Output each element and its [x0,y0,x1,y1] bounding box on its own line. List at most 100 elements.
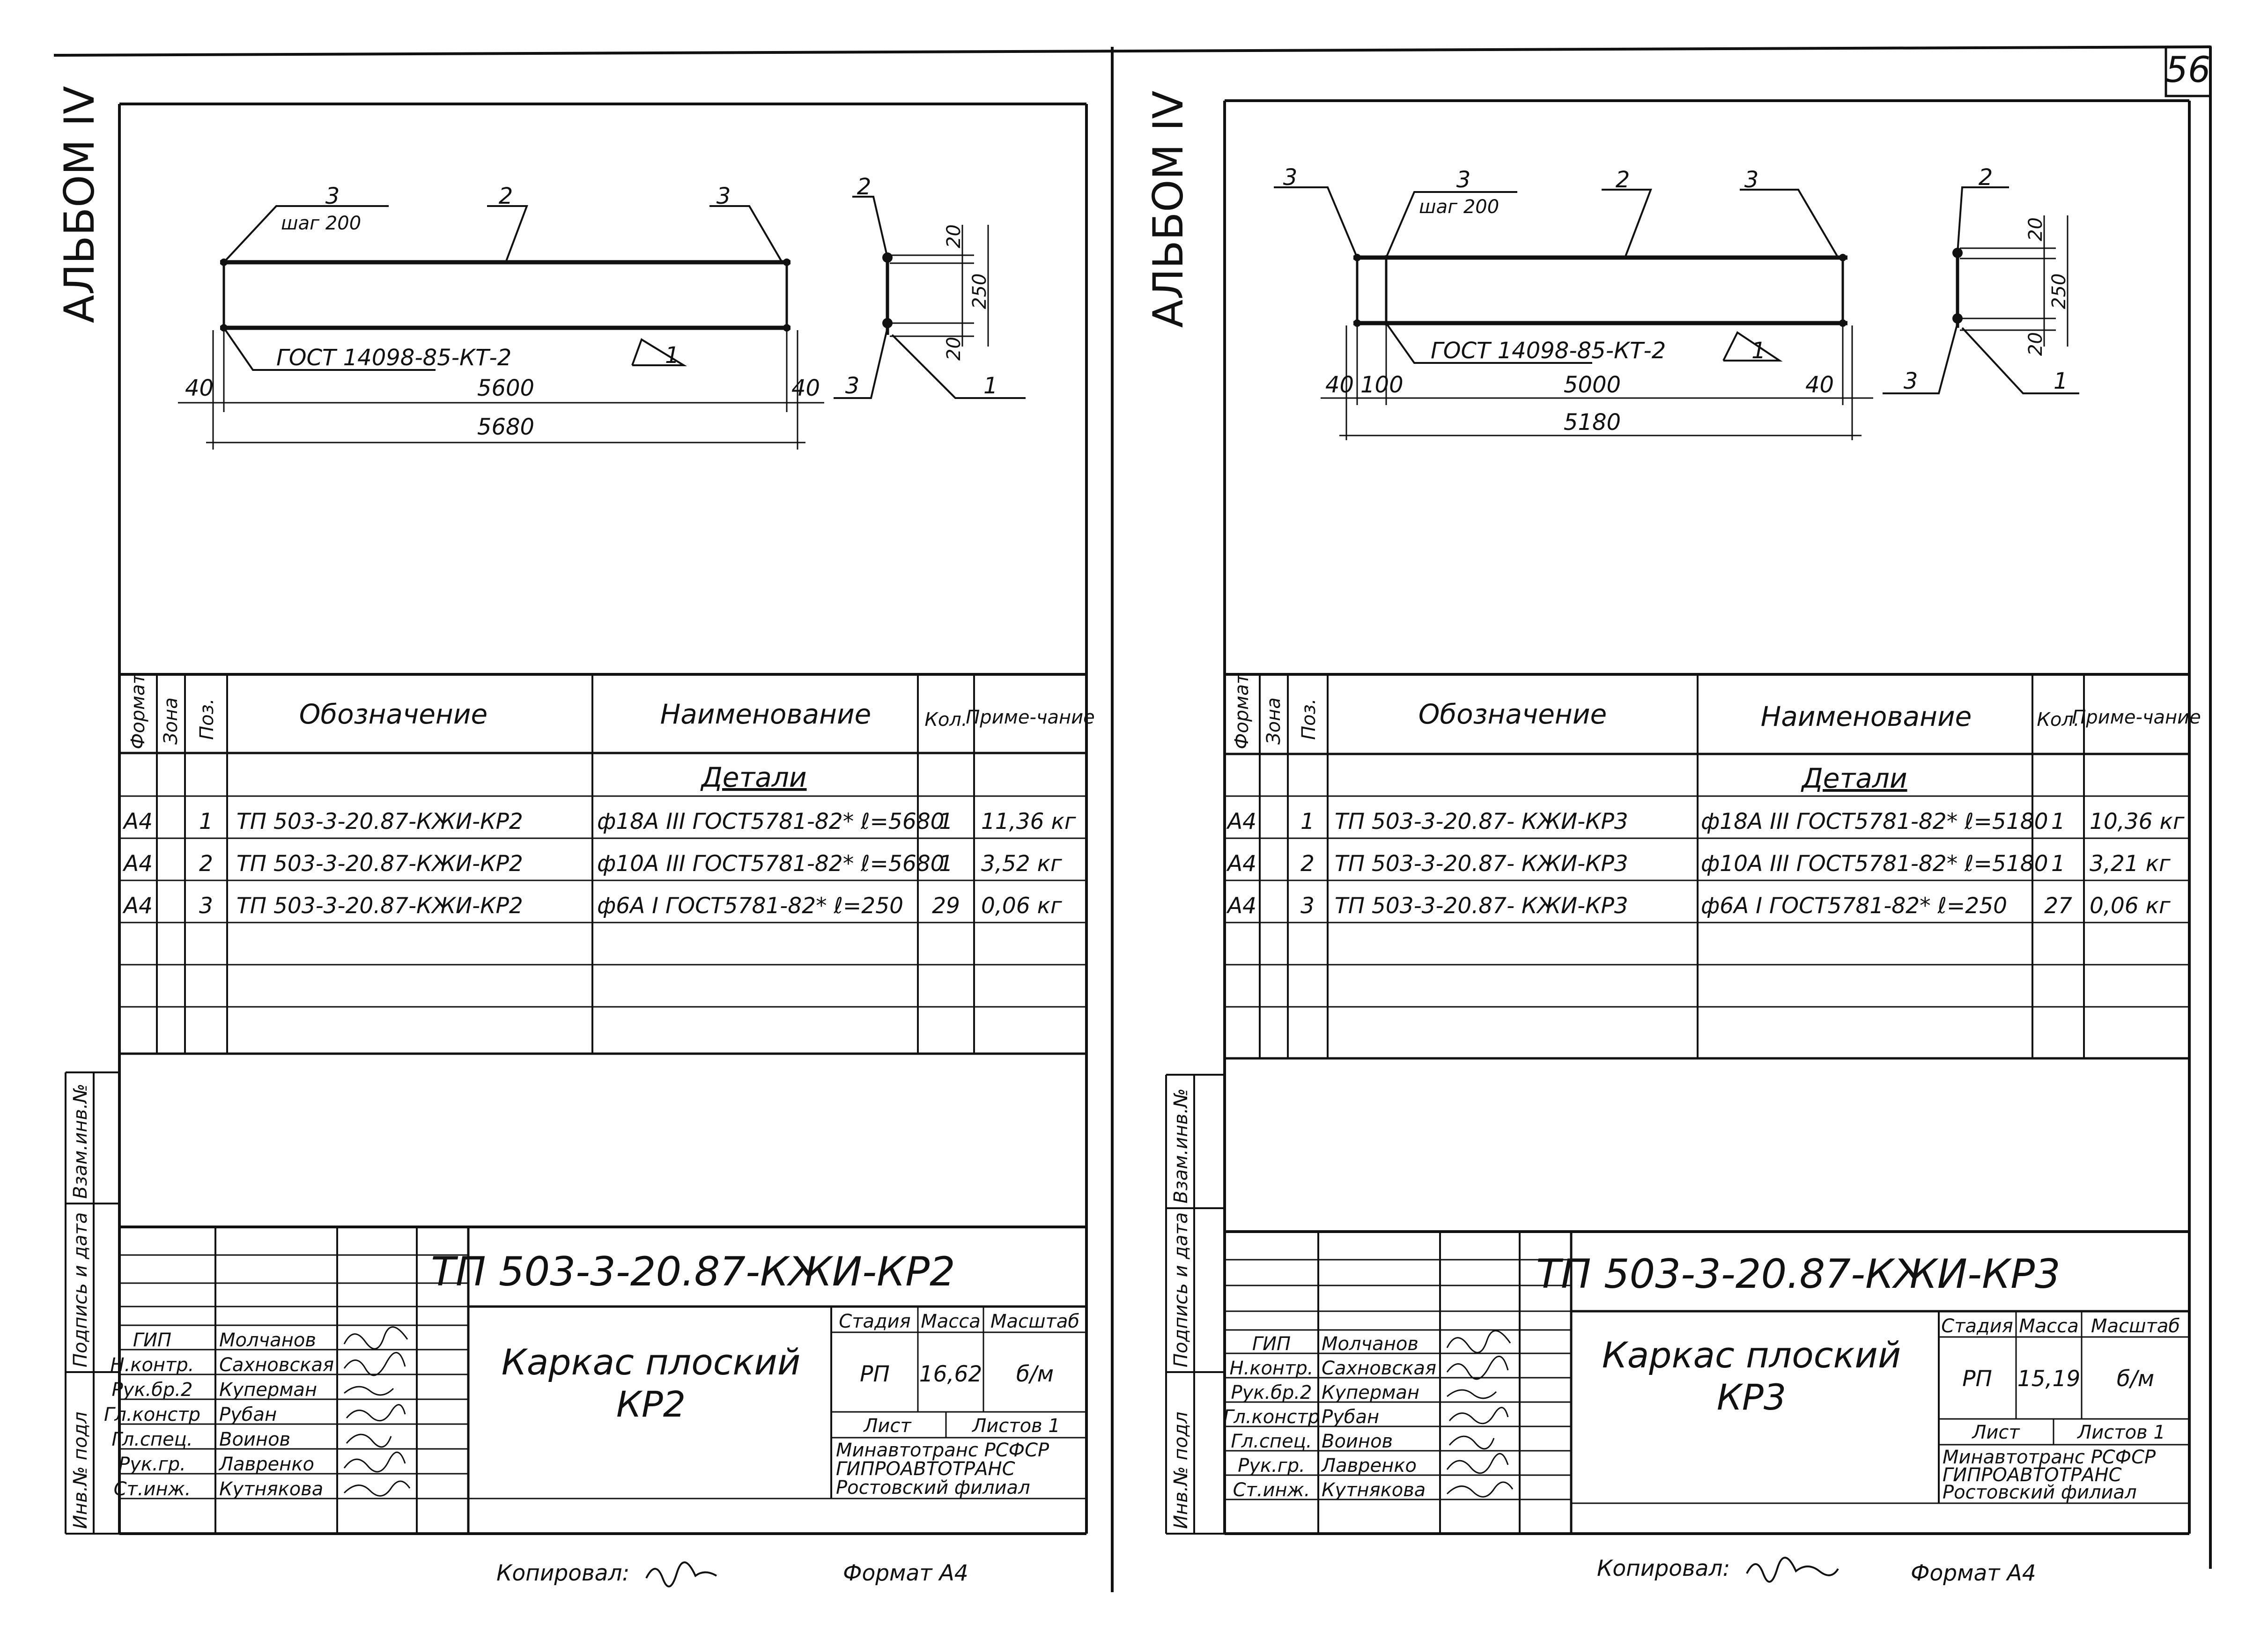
dim-100: 100 [1360,372,1404,398]
sheet-title-1: Каркас плоский [502,1341,800,1383]
label-3-left: 3 [1283,164,1298,191]
val-mass: 15,19 [2017,1366,2081,1392]
role-glspec: Гл.спец. [1231,1431,1312,1452]
copied-label: Копировал: [1597,1556,1730,1581]
role-rukbr: Рук.бр.2 [112,1379,193,1401]
dim-40-left: 40 [1325,372,1354,398]
side-sign: Подпись и дата [1170,1212,1192,1367]
side-vzam: Взам.инв.№ [1170,1088,1192,1204]
cell-pos: 3 [199,893,213,919]
role-rukbr: Рук.бр.2 [1231,1382,1312,1403]
sec-label-1: 1 [983,373,998,399]
val-scale: б/м [1016,1361,1054,1387]
sheet-right: АЛЬБОМ IV 3 3 шаг 200 2 3 ГОСТ 14098-85-… [1144,91,2201,1586]
role-gip: ГИП [1252,1333,1291,1355]
person-5: Воинов [219,1429,290,1450]
label-3-step: 3 [1456,167,1471,193]
label-1: 1 [1751,338,1766,364]
sheet-code: ТП 503-3-20.87-КЖИ-КР2 [431,1248,955,1295]
cell-name: ф10А III ГОСТ5781-82* ℓ=5180 [1701,851,2048,877]
lbl-sheet: Лист [1971,1422,2020,1443]
val-stage: РП [860,1361,890,1387]
val-scale: б/м [2117,1366,2154,1392]
sec-label-3: 3 [1904,368,1918,394]
hdr-qty: Кол. [2037,709,2079,731]
sec-dim-20b: 20 [943,337,965,361]
page-number: 56 [2165,49,2211,90]
copier-signature [1746,1557,1839,1583]
section-title: Детали [700,761,806,793]
hdr-format: Формат [127,672,149,749]
cell-format: А4 [122,893,153,919]
hdr-zone: Зона [1263,697,1285,745]
signatures [1446,1330,1514,1498]
cell-pos: 2 [1300,851,1315,877]
label-3-left: 3 [325,183,340,209]
cell-designation: ТП 503-3-20.87-КЖИ-КР2 [236,893,523,919]
label-step: шаг 200 [1419,196,1499,218]
hdr-designation: Обозначение [299,698,488,730]
role-stinzh: Ст.инж. [1233,1479,1310,1501]
cell-note: 11,36 кг [981,809,1076,834]
sheet-title-1: Каркас плоский [1602,1334,1901,1376]
role-gip: ГИП [133,1329,171,1351]
hdr-pos: Поз. [1298,698,1320,740]
person-1: Молчанов [219,1329,316,1351]
role-rukgr: Рук.гр. [118,1454,186,1475]
cell-designation: ТП 503-3-20.87-КЖИ-КР2 [236,809,523,834]
person-6: Лавренко [218,1454,314,1475]
label-3-right: 3 [1744,167,1759,193]
person-6: Лавренко [1321,1455,1417,1477]
person-2: Сахновская [1322,1358,1436,1379]
cell-qty: 1 [939,809,953,834]
dim-40-right: 40 [1805,372,1834,398]
side-inv: Инв.№ подл [70,1411,91,1529]
cell-designation: ТП 503-3-20.87- КЖИ-КР3 [1335,851,1628,877]
label-gost: ГОСТ 14098-85-КТ-2 [1431,338,1666,364]
side-sign: Подпись и дата [70,1212,91,1367]
cell-format: А4 [1226,809,1256,834]
dim-5680: 5680 [477,414,534,440]
role-glkonstr: Гл.констр [104,1404,200,1425]
org-line-2: ГИПРОАВТОТРАНС [1943,1464,2122,1486]
cell-designation: ТП 503-3-20.87-КЖИ-КР2 [236,851,523,877]
sec-dim-20a: 20 [943,224,965,248]
hdr-name: Наименование [1761,701,1972,732]
signatures [343,1326,411,1497]
table-row: А4 3 ТП 503-3-20.87-КЖИ-КР2 ф6А I ГОСТ57… [122,893,1062,919]
dim-40-left: 40 [185,375,214,401]
sec-dim-20a: 20 [2025,217,2046,241]
album-label: АЛЬБОМ IV [55,86,103,323]
cell-note: 3,52 кг [981,851,1062,877]
format-label: Формат А4 [843,1560,968,1586]
cell-pos: 3 [1300,893,1315,919]
sheet-title-2: КР2 [616,1383,686,1425]
person-3: Куперман [1322,1382,1419,1403]
sec-dim-250: 250 [969,273,990,309]
org-line-1: Минавтотранс РСФСР [1943,1447,2156,1468]
role-nkontr: Н.контр. [111,1354,194,1376]
hdr-format: Формат [1231,672,1253,749]
sheet-code: ТП 503-3-20.87-КЖИ-КР3 [1536,1251,2060,1298]
side-inv: Инв.№ подл [1170,1411,1192,1529]
hdr-zone: Зона [160,697,182,745]
role-glspec: Гл.спец. [111,1429,192,1450]
side-vzam: Взам.инв.№ [70,1084,91,1199]
person-7: Кутнякова [1322,1479,1426,1501]
label-2: 2 [1616,167,1630,193]
lbl-scale: Масштаб [990,1311,1079,1332]
cell-name: ф6А I ГОСТ5781-82* ℓ=250 [597,893,903,919]
role-glkonstr: Гл.констр [1223,1406,1320,1428]
cell-name: ф10А III ГОСТ5781-82* ℓ=5680 [597,851,945,877]
dim-5600: 5600 [477,375,534,401]
table-row: А4 1 ТП 503-3-20.87- КЖИ-КР3 ф18А III ГО… [1226,809,2185,834]
album-label: АЛЬБОМ IV [1144,91,1192,328]
person-4: Рубан [219,1404,277,1425]
copier-signature [645,1561,717,1588]
person-4: Рубан [1322,1406,1379,1428]
person-5: Воинов [1322,1431,1393,1452]
table-row: А4 2 ТП 503-3-20.87-КЖИ-КР2 ф10А III ГОС… [122,851,1062,877]
hdr-note: Приме-чание [966,707,1095,728]
cell-qty: 1 [2051,809,2065,834]
lbl-sheet: Лист [863,1415,912,1437]
